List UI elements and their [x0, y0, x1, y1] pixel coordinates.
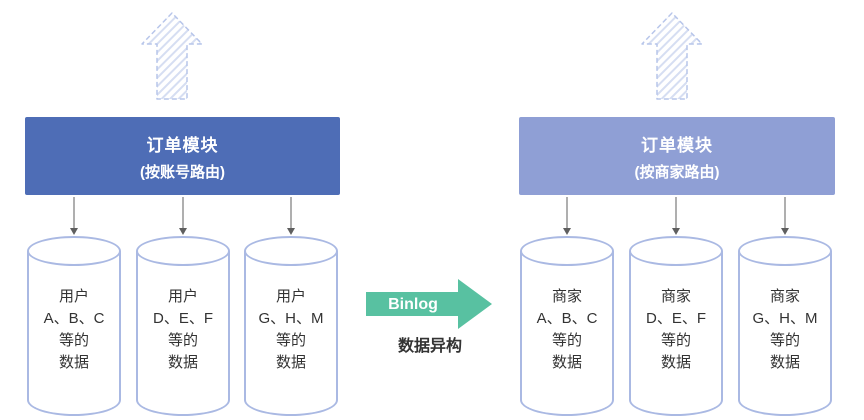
cylinder-label: 用户 D、E、F 等的 数据 [136, 286, 230, 374]
module-title: 订单模块 [146, 135, 219, 155]
label-line: 用户 [167, 288, 198, 305]
label-line: 用户 [275, 288, 306, 305]
connector-line [675, 197, 677, 229]
label-line: 等的 [660, 332, 691, 349]
label-line: 等的 [769, 332, 800, 349]
cylinder-label: 用户 G、H、M 等的 数据 [244, 286, 338, 374]
connector-arrow [286, 197, 296, 235]
label-line: 等的 [167, 332, 198, 349]
label-line: 数据 [660, 354, 691, 371]
cylinder-body [244, 251, 338, 416]
cylinder-label: 商家 A、B、C 等的 数据 [520, 286, 614, 374]
arrowhead-icon [563, 228, 571, 235]
cylinder-body [136, 251, 230, 416]
connector-arrow [69, 197, 79, 235]
label-line: 数据 [58, 354, 89, 371]
label-line: A、B、C [536, 310, 598, 327]
label-line: 数据 [769, 354, 800, 371]
cylinder-body [520, 251, 614, 416]
cylinder-top [136, 236, 230, 266]
connector-line [566, 197, 568, 229]
cylinder-body [629, 251, 723, 416]
cylinder-top [738, 236, 832, 266]
cylinder-body [738, 251, 832, 416]
label-line: 等的 [58, 332, 89, 349]
connector-arrow [178, 197, 188, 235]
label-line: 数据 [551, 354, 582, 371]
arrowhead-icon [287, 228, 295, 235]
binlog-arrow-icon [366, 279, 492, 329]
database-cylinder: 商家 G、H、M 等的 数据 [738, 236, 832, 416]
order-module-box-left: 订单模块 (按账号路由) [25, 117, 340, 195]
binlog-label: Binlog [388, 296, 438, 313]
cylinder-label: 商家 D、E、F 等的 数据 [629, 286, 723, 374]
up-arrow-icon [141, 12, 203, 100]
order-module-box-right: 订单模块 (按商家路由) [519, 117, 835, 195]
binlog-transfer: Binlog 数据异构 [366, 276, 494, 356]
connector-arrow [671, 197, 681, 235]
arrowhead-icon [672, 228, 680, 235]
database-cylinder: 商家 D、E、F 等的 数据 [629, 236, 723, 416]
label-line: G、H、M [752, 310, 818, 327]
database-cylinder: 用户 G、H、M 等的 数据 [244, 236, 338, 416]
connector-line [290, 197, 292, 229]
connector-line [784, 197, 786, 229]
label-line: 等的 [275, 332, 306, 349]
connector-line [73, 197, 75, 229]
arrowhead-icon [179, 228, 187, 235]
label-line: 等的 [551, 332, 582, 349]
label-line: D、E、F [152, 310, 213, 327]
module-subtitle: (按账号路由) [140, 163, 225, 181]
cylinder-top [27, 236, 121, 266]
label-line: 数据 [167, 354, 198, 371]
connector-line [182, 197, 184, 229]
label-line: G、H、M [258, 310, 324, 327]
connector-arrow [562, 197, 572, 235]
label-line: D、E、F [645, 310, 706, 327]
up-arrow-icon [641, 12, 703, 100]
cylinder-top [629, 236, 723, 266]
database-cylinder: 商家 A、B、C 等的 数据 [520, 236, 614, 416]
connector-arrow [780, 197, 790, 235]
arrowhead-icon [70, 228, 78, 235]
dashed-up-arrow-left [136, 10, 208, 102]
database-cylinder: 用户 A、B、C 等的 数据 [27, 236, 121, 416]
label-line: 商家 [769, 288, 800, 305]
binlog-caption: 数据异构 [397, 338, 462, 355]
label-line: 数据 [275, 354, 306, 371]
label-line: 用户 [58, 288, 89, 305]
label-line: A、B、C [43, 310, 105, 327]
label-line: 商家 [551, 288, 582, 305]
module-title: 订单模块 [641, 135, 713, 155]
database-cylinder: 用户 D、E、F 等的 数据 [136, 236, 230, 416]
cylinder-top [244, 236, 338, 266]
cylinder-body [27, 251, 121, 416]
cylinder-label: 用户 A、B、C 等的 数据 [27, 286, 121, 374]
arrowhead-icon [781, 228, 789, 235]
label-line: 商家 [660, 288, 691, 305]
module-subtitle: (按商家路由) [634, 163, 720, 181]
cylinder-top [520, 236, 614, 266]
dashed-up-arrow-right [636, 10, 708, 102]
cylinder-label: 商家 G、H、M 等的 数据 [738, 286, 832, 374]
